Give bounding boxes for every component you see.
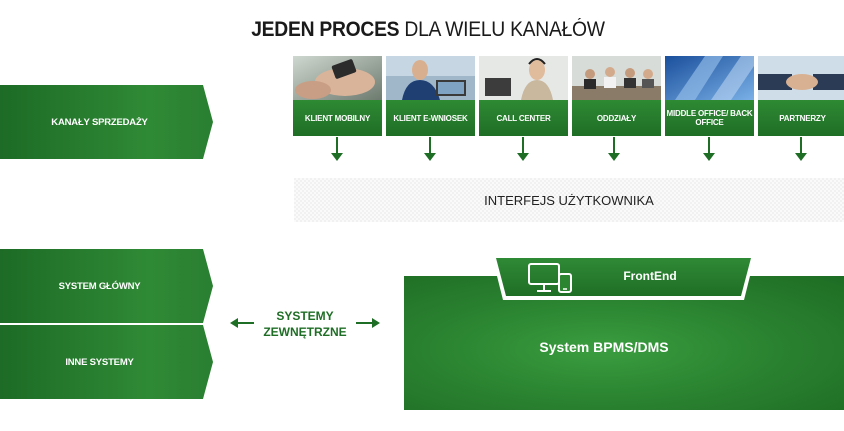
- right-arrow-icon: [356, 318, 380, 328]
- user-interface-band: INTERFEJS UŻYTKOWNIKA: [294, 178, 844, 222]
- channel-label: ODDZIAŁY: [572, 100, 661, 136]
- channel-partners: PARTNERZY: [758, 56, 844, 136]
- channel-call-center: CALL CENTER: [479, 56, 568, 136]
- channel-label: PARTNERZY: [758, 100, 844, 136]
- headset-agent-photo: [479, 56, 568, 100]
- channel-mobile-client: KLIENT MOBILNY: [293, 56, 382, 136]
- down-arrow-icon: [517, 137, 529, 161]
- desktop-mobile-icon: [528, 263, 572, 293]
- down-arrow-icon: [703, 137, 715, 161]
- left-arrow-icon: [230, 318, 254, 328]
- banner-label: INNE SYSTEMY: [65, 356, 134, 368]
- office-tower-photo: [665, 56, 754, 100]
- title-light: DLA WIELU KANAŁÓW: [404, 18, 605, 41]
- man-laptop-photo: [386, 56, 475, 100]
- down-arrow-icon: [608, 137, 620, 161]
- frontend-label: FrontEnd: [623, 269, 677, 283]
- title-bold: JEDEN PROCES: [251, 18, 400, 41]
- banner-other-systems: INNE SYSTEMY: [0, 325, 213, 399]
- channel-label: KLIENT MOBILNY: [293, 100, 382, 136]
- diagram-title: JEDEN PROCES DLA WIELU KANAŁÓW: [34, 18, 822, 42]
- handshake-photo: [758, 56, 844, 100]
- banner-sales-channels: KANAŁY SPRZEDAŻY: [0, 85, 213, 159]
- banner-label: KANAŁY SPRZEDAŻY: [51, 116, 148, 128]
- external-systems-line1: SYSTEMY: [276, 309, 334, 323]
- external-systems-label: SYSTEMY ZEWNĘTRZNE: [250, 308, 360, 340]
- bpms-label: System BPMS/DMS: [539, 339, 669, 355]
- banner-label: SYSTEM GŁÓWNY: [58, 280, 141, 292]
- channel-label: CALL CENTER: [479, 100, 568, 136]
- external-systems-line2: ZEWNĘTRZNE: [263, 325, 347, 339]
- banner-main-system: SYSTEM GŁÓWNY: [0, 249, 213, 323]
- meeting-room-photo: [572, 56, 661, 100]
- user-interface-label: INTERFEJS UŻYTKOWNIKA: [484, 192, 654, 208]
- down-arrow-icon: [424, 137, 436, 161]
- down-arrow-icon: [795, 137, 807, 161]
- channel-middle-back-office: MIDDLE OFFICE/ BACK OFFICE: [665, 56, 754, 136]
- channel-label: KLIENT E-WNIOSEK: [386, 100, 475, 136]
- channel-branches: ODDZIAŁY: [572, 56, 661, 136]
- channel-e-application-client: KLIENT E-WNIOSEK: [386, 56, 475, 136]
- hand-phone-photo: [293, 56, 382, 100]
- down-arrow-icon: [331, 137, 343, 161]
- channel-label: MIDDLE OFFICE/ BACK OFFICE: [665, 100, 754, 136]
- frontend-tab: FrontEnd: [492, 256, 755, 300]
